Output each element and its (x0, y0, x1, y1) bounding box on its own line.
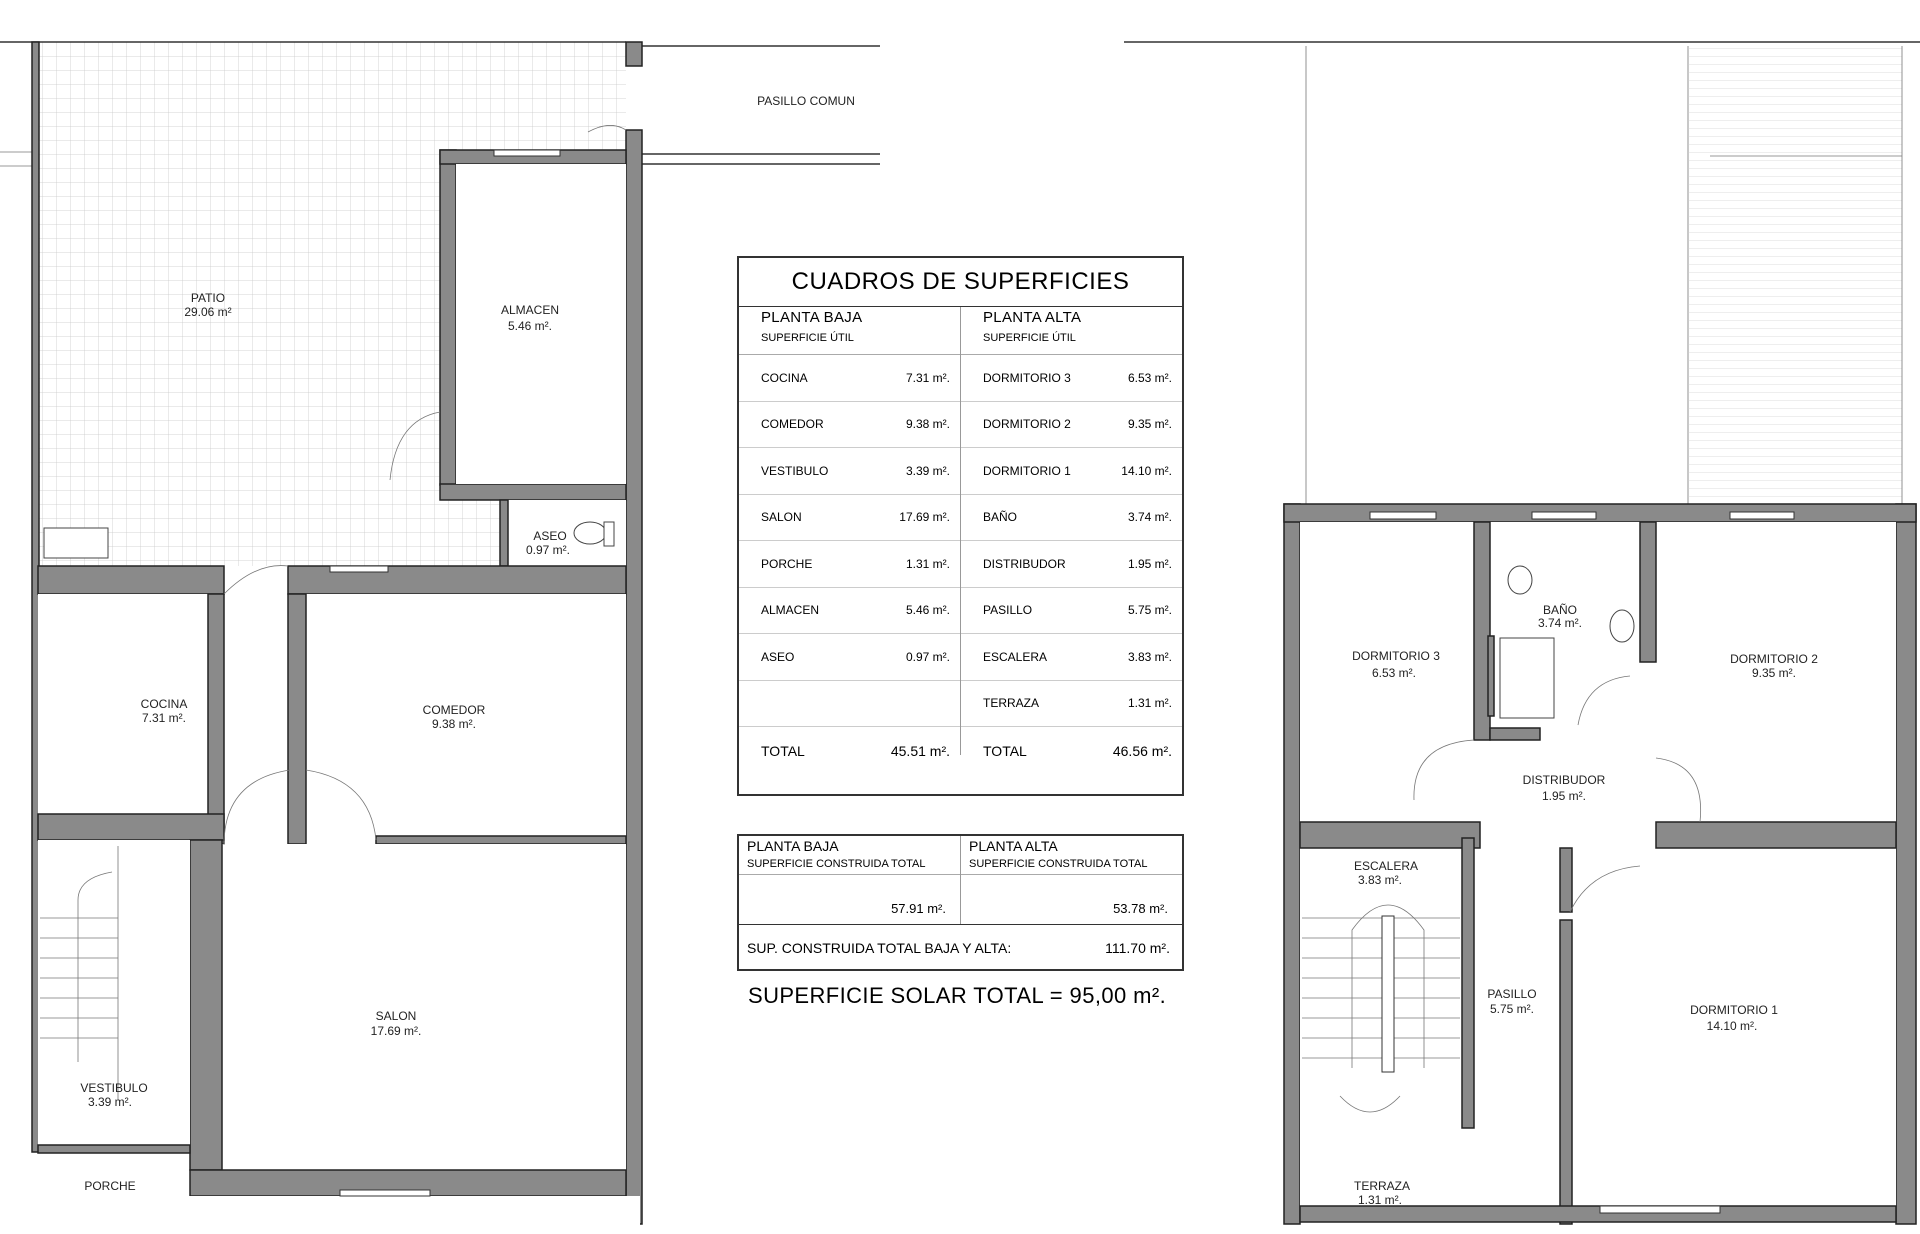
porche-label: PORCHE (84, 1179, 135, 1193)
room-labels: PASILLO COMUN PORCHE PATIO 29.06 m² ALMA… (80, 94, 1818, 1207)
room-name: DISTRIBUDOR (1523, 773, 1606, 787)
subheader-label: SUPERFICIE CONSTRUIDA TOTAL (961, 858, 1182, 875)
room-area: 9.38 m². (432, 717, 476, 731)
surface-table: CUADROS DE SUPERFICIES PLANTA BAJA SUPER… (737, 256, 1184, 796)
room-area: 3.39 m². (88, 1095, 132, 1109)
room-area: 9.35 m². (1752, 666, 1796, 680)
room-name: DORMITORIO 3 (1352, 649, 1440, 663)
built-sum-row: SUP. CONSTRUIDA TOTAL BAJA Y ALTA: 111.7… (739, 925, 1182, 970)
subheader-label: SUPERFICIE CONSTRUIDA TOTAL (739, 858, 960, 875)
upper-stair (1302, 904, 1460, 1073)
room-area: 1.31 m². (1358, 1193, 1402, 1207)
room-name: PATIO (191, 291, 225, 305)
corridor-label: PASILLO COMUN (757, 94, 855, 108)
room-name: VESTIBULO (80, 1081, 147, 1095)
subheader-label: SUPERFICIE ÚTIL (761, 332, 854, 344)
room-name: PASILLO (1487, 987, 1536, 1001)
ground-floor-plan (0, 41, 880, 1226)
room-area: 3.74 m². (1538, 616, 1582, 630)
room-area: 5.75 m². (1490, 1002, 1534, 1016)
upper-floor-plan (1124, 41, 1920, 1225)
room-name: COCINA (141, 697, 188, 711)
room-name: TERRAZA (1354, 1179, 1410, 1193)
room-area: 14.10 m². (1707, 1019, 1758, 1033)
built-value: 57.91 m². (891, 901, 946, 916)
room-name: ESCALERA (1354, 859, 1418, 873)
upper-built-column: PLANTA ALTA SUPERFICIE CONSTRUIDA TOTAL … (960, 836, 1182, 924)
surface-table-title: CUADROS DE SUPERFICIES (739, 258, 1182, 307)
room-area: 5.46 m². (508, 319, 552, 333)
header-label: PLANTA ALTA (983, 309, 1082, 326)
room-area: 0.97 m². (526, 543, 570, 557)
room-area: 17.69 m². (371, 1024, 422, 1038)
room-name: SALON (376, 1009, 417, 1023)
room-area: 6.53 m². (1372, 666, 1416, 680)
subheader-label: SUPERFICIE ÚTIL (983, 332, 1076, 344)
built-surface-table: PLANTA BAJA SUPERFICIE CONSTRUIDA TOTAL … (737, 834, 1184, 971)
header-label: PLANTA ALTA (969, 838, 1058, 854)
room-name: ALMACEN (501, 303, 559, 317)
room-area: 7.31 m². (142, 711, 186, 725)
ground-stair (40, 846, 119, 1100)
solar-total: SUPERFICIE SOLAR TOTAL = 95,00 m². (748, 983, 1167, 1008)
room-area: 29.06 m² (184, 305, 231, 319)
room-name: DORMITORIO 2 (1730, 652, 1818, 666)
room-area: 1.95 m². (1542, 789, 1586, 803)
column-header: PLANTA BAJA SUPERFICIE ÚTIL (739, 307, 960, 355)
room-name: COMEDOR (423, 703, 486, 717)
room-area: 3.83 m². (1358, 873, 1402, 887)
room-name: BAÑO (1543, 603, 1577, 617)
ground-built-column: PLANTA BAJA SUPERFICIE CONSTRUIDA TOTAL … (739, 836, 960, 924)
column-header: PLANTA ALTA SUPERFICIE ÚTIL (961, 307, 1182, 355)
room-name: DORMITORIO 1 (1690, 1003, 1778, 1017)
header-label: PLANTA BAJA (747, 838, 839, 854)
room-name: ASEO (533, 529, 566, 543)
sum-value: 111.70 m². (1105, 939, 1170, 956)
table-row (739, 681, 960, 727)
header-label: PLANTA BAJA (761, 309, 863, 326)
sum-label: SUP. CONSTRUIDA TOTAL BAJA Y ALTA: (747, 939, 1012, 956)
upper-floor-column: PLANTA ALTA SUPERFICIE ÚTIL DORMITORIO 3… (960, 307, 1182, 759)
built-value: 53.78 m². (1113, 901, 1168, 916)
